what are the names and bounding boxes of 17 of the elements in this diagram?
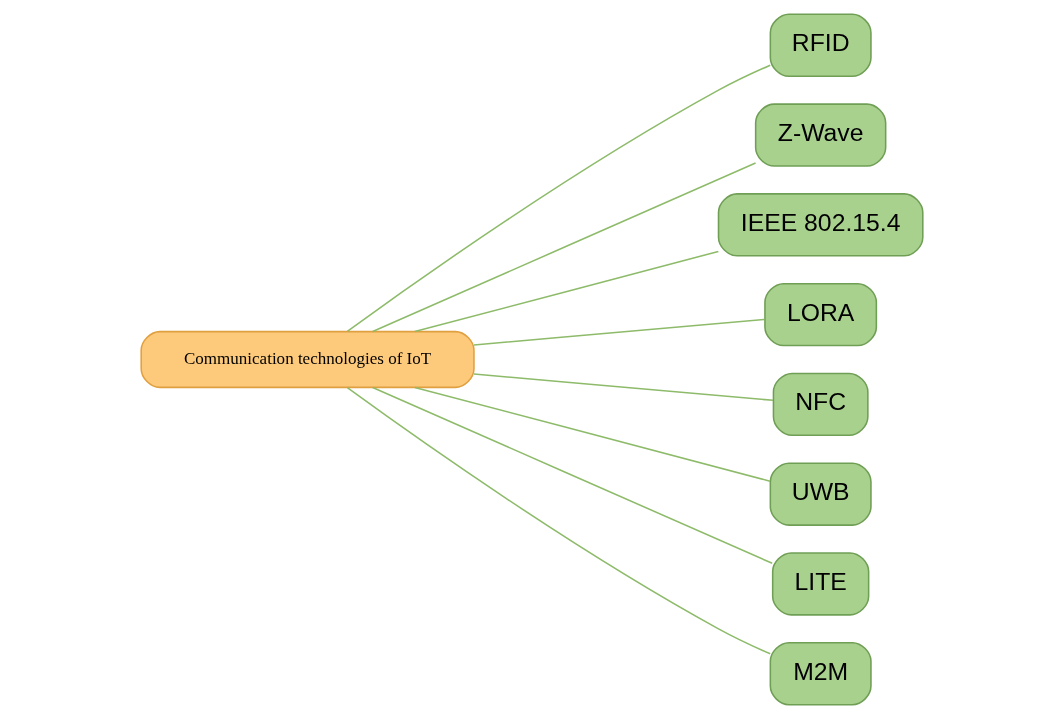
node-box: Z-Wave [754, 103, 886, 167]
connector [346, 386, 771, 655]
node-box: NFC [772, 372, 869, 437]
node-box: RFID [769, 13, 872, 78]
node-box: Communication technologies of IoT [139, 330, 475, 389]
connector [472, 318, 765, 346]
node-box: M2M [769, 641, 872, 706]
connector [371, 162, 756, 333]
node-box: UWB [769, 462, 872, 526]
node-box: IEEE 802.15.4 [717, 193, 924, 257]
node-box: LITE [771, 552, 869, 616]
connector [413, 386, 771, 482]
connector [346, 64, 771, 333]
node-box: LORA [763, 282, 877, 347]
connector [371, 386, 773, 565]
connector [413, 250, 719, 333]
connector [472, 373, 774, 402]
